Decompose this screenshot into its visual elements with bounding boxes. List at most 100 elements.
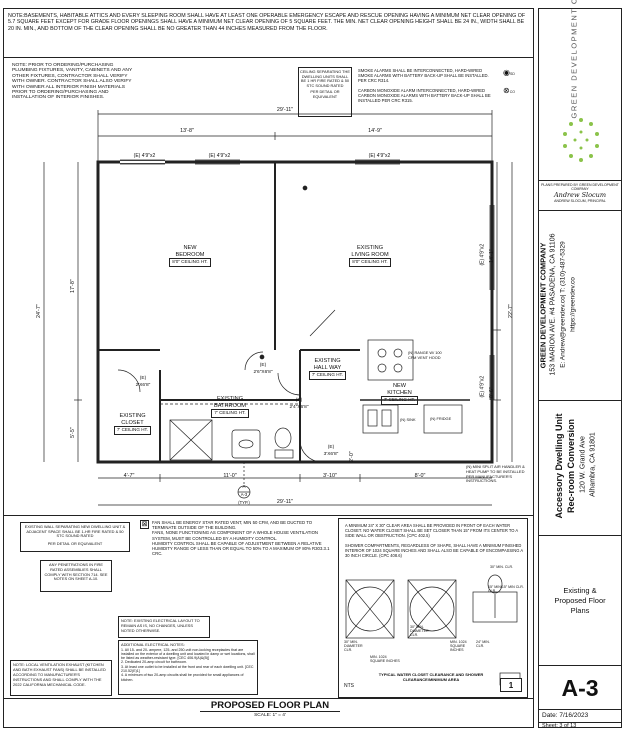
ceiling-rating-box: CEILING SEPARATING THE DWELLING UNITS SH… xyxy=(298,67,352,117)
clearance-label-30b: 30" MIN. DIAMETER CLR. xyxy=(410,625,429,638)
project-sub: Rec-room Conversion xyxy=(566,418,576,514)
fan-note-1: FAN SHALL BE ENERGY STAR RATED VENT, MIN… xyxy=(152,520,313,531)
clearance-label-30a: 30" MIN. DIAMETER CLR. xyxy=(344,640,363,653)
sheet-date: Date: 7/16/2023 xyxy=(542,712,589,719)
notes-divider xyxy=(3,515,534,516)
window-tag-3: (E) 4'9"x2 xyxy=(368,153,391,159)
dim-top-left: 13'-8" xyxy=(180,128,194,134)
egress-note: NOTE:BASEMENTS, HABITABLE ATTICS AND EVE… xyxy=(8,13,526,32)
window-tag-4: (E) 4'9"x2 xyxy=(479,243,486,266)
sheet-count: Sheet: 3 of 13 xyxy=(542,723,577,729)
plan-title-underline xyxy=(200,711,340,712)
fan-icon: ⊠ xyxy=(140,520,149,529)
dim-top-right: 14'-9" xyxy=(368,128,382,134)
room-closet: EXISTING CLOSET 7' CEILING HT. xyxy=(105,413,160,435)
range-label: (N) RANGE W/ 100 CFM VENT HOOD xyxy=(408,350,442,360)
clearance-label-sq-a: MIN. 1024 SQUARE INCHES xyxy=(370,655,400,664)
tb-project-cell: Accessory Dwelling Unit Rec-room Convers… xyxy=(539,401,621,536)
ceiling-rating-detail: PER DETAIL OR EQUIVALENT xyxy=(310,89,340,99)
ceiling-rating-note: CEILING SEPARATING THE DWELLING UNITS SH… xyxy=(300,69,350,88)
window-tag-1: (E) 4'9"x2 xyxy=(133,153,156,159)
section-marker-top: A xyxy=(242,484,246,489)
dim-left-upper: 17'-8" xyxy=(70,279,76,293)
principal: ANDREW SLOCUM, PRINCIPAL xyxy=(554,199,606,204)
nts-label: NTS xyxy=(344,683,354,689)
fan-note-3: HUMIDITY CONTROL SHALL BE CAPABLE OF ADJ… xyxy=(152,540,330,557)
plumbing-note: NOTE: PRIOR TO ORDERING/PURCHASING PLUMB… xyxy=(12,63,133,101)
clearance-caption: TYPICAL WATER CLOSET CLEARANCE AND SHOWE… xyxy=(378,672,484,682)
clearance-label-sq-b: MIN. 1024 SQUARE INCHES xyxy=(450,640,467,653)
local-vent-note: NOTE: LOCAL VENTILATION EXHAUST (KITCHEN… xyxy=(13,662,106,687)
room-closet-ceiling: 7' CEILING HT. xyxy=(113,426,152,435)
tb-sheet-number-cell: A-3 xyxy=(539,666,621,710)
fan-note-2: FANS, NONE FUNCTIONING AS COMPONENT OF A… xyxy=(152,530,319,541)
heat-pump-note: (N) MINI SPLIT AIR HANDLER & HEAT PUMP T… xyxy=(466,464,525,484)
logo-text: GREEN DEVELOPMENT COMPANY xyxy=(569,0,579,119)
project-addr1: 120 W. Grand Ave xyxy=(579,436,587,493)
tb-count-cell: Sheet: 3 of 13 xyxy=(539,722,621,729)
additional-note-4: 4. A minimum of two 20-amp circuits shal… xyxy=(121,673,244,682)
project-addr2: Alhambra, CA 91801 xyxy=(589,432,597,497)
room-hallway: EXISTING HALL WAY 7' CEILING HT. xyxy=(300,358,355,380)
dim-left-lower: 5'-5" xyxy=(70,427,76,438)
window-tag-5: (E) 4'9"x2 xyxy=(479,375,486,398)
room-bathroom-name: EXISTING BATHROOM xyxy=(214,396,246,409)
clearance-note-1: A MINIMUM 24" x 30" CLEAR AREA SHALL BE … xyxy=(345,523,518,538)
room-hallway-ceiling: 7' CEILING HT. xyxy=(308,371,347,380)
wall-rating-detail: PER DETAIL OR EQUIVALENT xyxy=(47,540,103,546)
wall-rating-box: EXISTING WALL SEPARATING NEW DWELLING UN… xyxy=(20,522,130,552)
top-note-divider xyxy=(3,57,534,58)
clearance-diagram xyxy=(345,574,521,686)
room-kitchen-ceiling: 7' CEILING HT. xyxy=(380,396,419,405)
room-kitchen: NEW KITCHEN 7' CEILING HT. xyxy=(372,383,427,405)
title-block: GREEN DEVELOPMENT COMPANY PLANS PREPARED… xyxy=(538,0,622,729)
dim-overall-top: 29'-11" xyxy=(276,107,294,113)
local-vent-box: NOTE: LOCAL VENTILATION EXHAUST (KITCHEN… xyxy=(10,660,112,696)
dim-bottom-4: 8'-0" xyxy=(414,473,426,479)
dim-bottom-2: 11'-0" xyxy=(223,473,237,479)
room-living: EXISTING LIVING ROOM 8'0" CEILING HT. xyxy=(335,245,405,267)
door-tag-2: (E) 2'6"X6'8" xyxy=(253,363,273,375)
wall-rating-note: EXISTING WALL SEPARATING NEW DWELLING UN… xyxy=(24,524,126,539)
floor-plan-drawing xyxy=(43,110,513,506)
room-living-ceiling: 8'0" CEILING HT. xyxy=(349,258,391,267)
plan-title-rule xyxy=(3,698,534,699)
room-living-name: EXISTING LIVING ROOM xyxy=(351,245,389,258)
additional-heading: ADDITIONAL ELECTRICAL NOTES: xyxy=(121,642,185,647)
logo-dots xyxy=(563,118,599,162)
room-kitchen-name: NEW KITCHEN xyxy=(387,383,412,396)
signature: Andrew Slocum xyxy=(553,191,607,200)
additional-note-2: 2. Dedicated 20-amp circuit for bathroom… xyxy=(121,660,188,665)
sheet-border xyxy=(3,8,534,728)
sheet-number: A-3 xyxy=(561,675,599,701)
tb-prepared-cell: PLANS PREPARED BY GREEN DEVELOPMENT COMP… xyxy=(539,181,621,211)
tb-logo-cell: GREEN DEVELOPMENT COMPANY xyxy=(539,0,621,181)
project-name: Accessory Dwelling Unit xyxy=(554,413,564,519)
electrical-note-box: NOTE: EXISTING ELECTRICAL LAYOUT TO REMA… xyxy=(118,616,210,638)
company-address: 153 MARION AVE. #4 PASADENA, CA 91106 xyxy=(549,233,557,376)
clearance-note-2: SHOWER COMPARTMENTS, REGARDLESS OF SHAPE… xyxy=(345,543,523,558)
fan-notes: FAN SHALL BE ENERGY STAR RATED VENT, MIN… xyxy=(152,520,330,556)
detail-number-box: 1 xyxy=(500,678,522,692)
room-bathroom-ceiling: 7' CEILING HT. xyxy=(211,409,249,418)
plan-title: PROPOSED FLOOR PLAN xyxy=(210,700,330,711)
additional-notes-box: ADDITIONAL ELECTRICAL NOTES: 1. All 15- … xyxy=(118,640,258,695)
window-tag-2: (E) 4'9"x2 xyxy=(208,153,231,159)
door-tag-4: (E) 3'X6'8" xyxy=(323,445,339,457)
additional-note-3: 3. At least one outlet to be installed a… xyxy=(121,664,254,674)
door-tag-3: (E) 2'4"X6'8" xyxy=(289,398,309,410)
room-hallway-name: EXISTING HALL WAY xyxy=(313,358,342,371)
dim-bottom-3: 3'-10" xyxy=(323,473,337,479)
tb-date-cell: Date: 7/16/2023 xyxy=(539,710,621,722)
dim-right-1: 14'-1" xyxy=(489,249,495,263)
clearance-label-wc-center: 15" MIN/15" MIN CLR. CLR. xyxy=(488,585,524,594)
dim-overall-bottom: 29'-11" xyxy=(276,499,294,505)
prepared-label: PLANS PREPARED BY GREEN DEVELOPMENT COMP… xyxy=(541,183,619,192)
dim-right-3: 8'-6" xyxy=(489,387,495,398)
room-bedroom: NEW BEDROOM 8'0" CEILING HT. xyxy=(160,245,220,267)
penetration-note: ANY PENETRATIONS IN FIRE RATED ASSEMBLIE… xyxy=(44,562,108,582)
company-name: GREEN DEVELOPMENT COMPANY xyxy=(538,242,548,369)
dim-bottom-1: 4'-7" xyxy=(123,473,135,479)
penetration-box: ANY PENETRATIONS IN FIRE RATED ASSEMBLIE… xyxy=(40,560,112,592)
dim-left-overall: 24'-7" xyxy=(36,304,42,318)
